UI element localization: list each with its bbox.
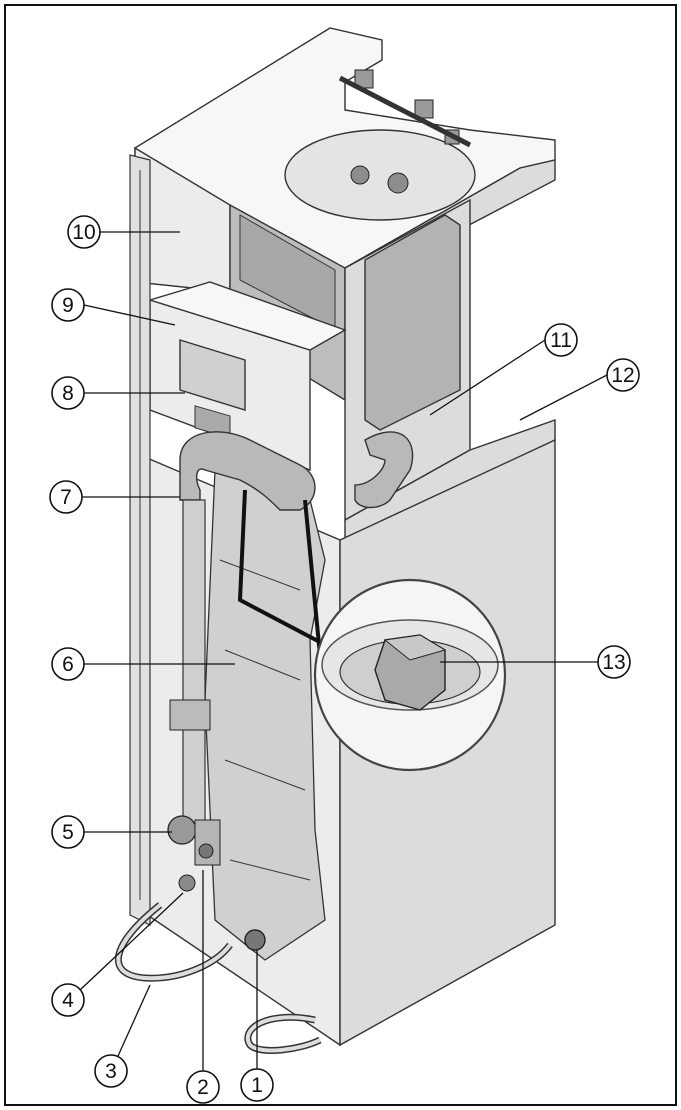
control-box-cover xyxy=(147,281,347,351)
callout-3-label: 3 xyxy=(105,1060,117,1083)
pipe-right-loop xyxy=(354,431,414,509)
callout-5: 5 xyxy=(51,815,85,849)
callout-8: 8 xyxy=(51,376,85,410)
callout-10: 10 xyxy=(67,215,101,249)
control-display xyxy=(179,339,246,411)
expansion-vessel xyxy=(364,214,461,431)
callout-7-label: 7 xyxy=(60,486,72,509)
callout-9-label: 9 xyxy=(62,294,74,317)
callout-4-label: 4 xyxy=(62,989,74,1012)
callout-1-label: 1 xyxy=(251,1074,263,1097)
callout-8-label: 8 xyxy=(62,382,74,405)
callout-3: 3 xyxy=(94,1054,128,1088)
callout-7: 7 xyxy=(49,480,83,514)
top-fittings xyxy=(350,69,460,194)
callout-leaders xyxy=(79,231,608,1072)
pipe-loop xyxy=(179,431,316,511)
callout-10-label: 10 xyxy=(72,221,95,244)
callout-2: 2 xyxy=(186,1070,220,1104)
drain-fitting xyxy=(244,929,266,951)
tank-insulation xyxy=(204,469,326,961)
callout-9: 9 xyxy=(51,288,85,322)
callout-11-label: 11 xyxy=(550,329,572,352)
callout-6-label: 6 xyxy=(62,653,74,676)
callout-13-label: 13 xyxy=(602,651,625,674)
callout-12-label: 12 xyxy=(611,364,634,387)
callout-11: 11 xyxy=(544,323,578,357)
callout-12: 12 xyxy=(606,358,640,392)
callout-2-label: 2 xyxy=(197,1076,209,1099)
vertical-pipe xyxy=(182,499,206,831)
callout-4: 4 xyxy=(51,983,85,1017)
detail-leader-lines xyxy=(237,489,336,656)
appliance-illustration xyxy=(114,27,556,1054)
top-hatch xyxy=(284,129,476,221)
valve-assembly xyxy=(167,699,221,892)
top-ruler-strip xyxy=(338,75,472,148)
callout-5-label: 5 xyxy=(62,821,74,844)
callout-6: 6 xyxy=(51,647,85,681)
callout-1: 1 xyxy=(240,1068,274,1102)
callout-13: 13 xyxy=(597,645,631,679)
